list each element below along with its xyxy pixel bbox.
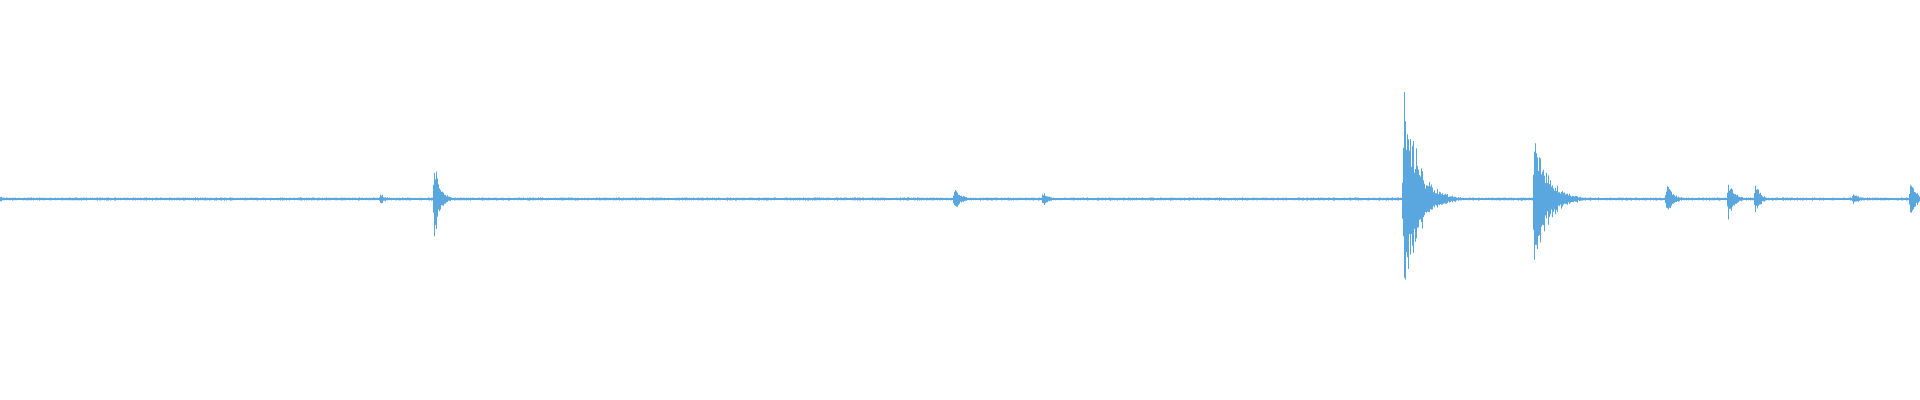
waveform-peaks: [0, 91, 1920, 280]
